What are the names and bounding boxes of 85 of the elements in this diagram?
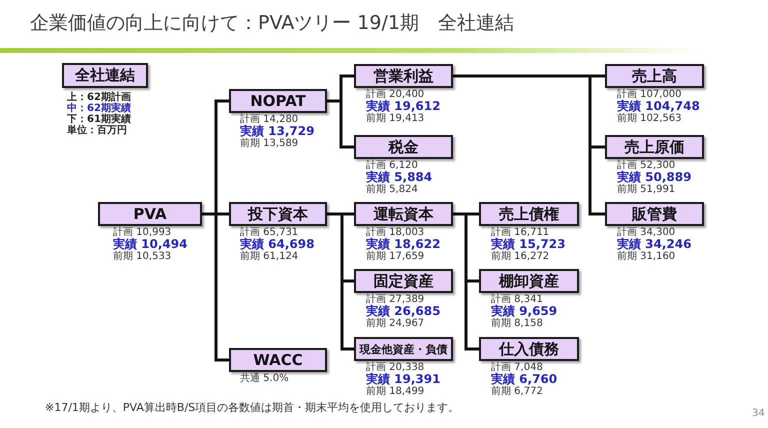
metric-box (354, 202, 453, 226)
metric-box (479, 337, 579, 361)
metric-box (354, 64, 453, 88)
figure-text: 実績 6,760 (491, 373, 558, 386)
figure-text: 実績 34,246 (617, 238, 692, 251)
box-label: NOPAT (250, 94, 306, 108)
figure-text: 計画 16,711 (491, 227, 550, 238)
box-label: WACC (253, 352, 303, 368)
figure-text: 前期 10,533 (113, 251, 172, 262)
figure-text: 前期 102,563 (617, 113, 682, 124)
legend-text: 上：62期計画 (67, 92, 131, 103)
metric-box (62, 63, 148, 88)
figure-text: 前期 6,772 (491, 386, 543, 397)
figure-text: 前期 5,824 (366, 184, 418, 195)
metric-box (354, 269, 453, 293)
box-label: 投下資本 (248, 206, 308, 222)
box-label: PVA (133, 206, 167, 222)
figure-text: 実績 104,748 (617, 100, 700, 113)
figure-text: 実績 50,889 (617, 171, 692, 184)
box-label: 営業利益 (374, 68, 434, 84)
figure-text: 共通 5.0% (240, 373, 289, 384)
box-label: 売上高 (632, 68, 677, 84)
metric-box (605, 202, 704, 226)
figure-text: 前期 16,272 (491, 251, 550, 262)
figure-text: 計画 14,280 (240, 114, 298, 125)
metric-box (98, 202, 202, 226)
figure-text: 実績 26,685 (366, 305, 440, 318)
figure-text: 計画 10,993 (113, 227, 172, 238)
legend-text: 中：62期実績 (67, 103, 131, 114)
figure-text: 計画 7,048 (491, 362, 543, 373)
figure-text: 計画 8,341 (491, 294, 543, 305)
box-label: 売上原価 (624, 140, 684, 154)
figure-text: 実績 13,729 (240, 125, 314, 138)
figure-text: 計画 107,000 (617, 89, 682, 100)
box-label: 棚卸資産 (499, 274, 559, 288)
page-title: 企業価値の向上に向けて：PVAツリー 19/1期 全社連結 (30, 11, 514, 36)
figure-text: 計画 6,120 (366, 160, 418, 171)
metric-box (479, 202, 579, 226)
figure-text: 前期 18,499 (366, 386, 424, 397)
metric-box (605, 64, 704, 88)
figure-text: 計画 34,300 (617, 227, 676, 238)
metric-box (479, 269, 579, 293)
figure-text: 計画 52,300 (617, 160, 676, 171)
box-label: 税金 (388, 140, 418, 154)
box-label: 固定資産 (374, 274, 434, 288)
figure-text: 実績 19,391 (366, 373, 440, 386)
figure-text: 計画 27,389 (366, 294, 424, 305)
figure-text: 計画 20,400 (366, 89, 424, 100)
figure-text: 実績 5,884 (366, 171, 432, 184)
figure-text: 前期 31,160 (617, 251, 676, 262)
figure-text: 実績 15,723 (491, 238, 566, 251)
figure-text: 前期 13,589 (240, 138, 298, 149)
figure-text: 計画 65,731 (240, 227, 298, 238)
metric-box (229, 348, 327, 372)
connector-line (327, 100, 354, 148)
figure-text: 実績 64,698 (240, 238, 314, 251)
figure-text: 前期 61,124 (240, 251, 298, 262)
figure-text: 計画 18,003 (366, 227, 424, 238)
legend-text: 単位：百万円 (67, 125, 127, 136)
figure-text: 実績 9,659 (491, 305, 558, 318)
figure-text: 計画 20,338 (366, 362, 424, 373)
box-label: 運転資本 (374, 206, 434, 222)
figure-text: 前期 24,967 (366, 318, 424, 329)
figure-text: 前期 17,659 (366, 251, 424, 262)
metric-box (605, 135, 704, 159)
connector-line (327, 212, 354, 350)
figure-text: 前期 19,413 (366, 113, 424, 124)
box-label: 販管費 (632, 206, 677, 222)
box-label: 現金他資産・負債 (360, 344, 448, 354)
metric-box (354, 135, 453, 159)
metric-box (229, 89, 327, 113)
figure-text: 実績 19,612 (366, 100, 440, 113)
figure-text: 実績 10,494 (113, 238, 188, 251)
figure-text: 実績 18,622 (366, 238, 440, 251)
box-label: 売上債権 (499, 206, 559, 222)
figure-text: 前期 51,991 (617, 184, 676, 195)
footnote-text: ※17/1期より、PVA算出時B/S項目の各数値は期首・期末平均を使用しております。 (45, 401, 460, 415)
connector-line (453, 74, 605, 216)
legend-text: 下：61期実績 (67, 114, 131, 125)
page-number: 34 (752, 408, 765, 420)
figure-text: 前期 8,158 (491, 318, 543, 329)
metric-box (229, 202, 327, 226)
box-label: 全社連結 (75, 68, 135, 83)
metric-box (354, 337, 453, 361)
box-label: 仕入債務 (499, 342, 559, 356)
